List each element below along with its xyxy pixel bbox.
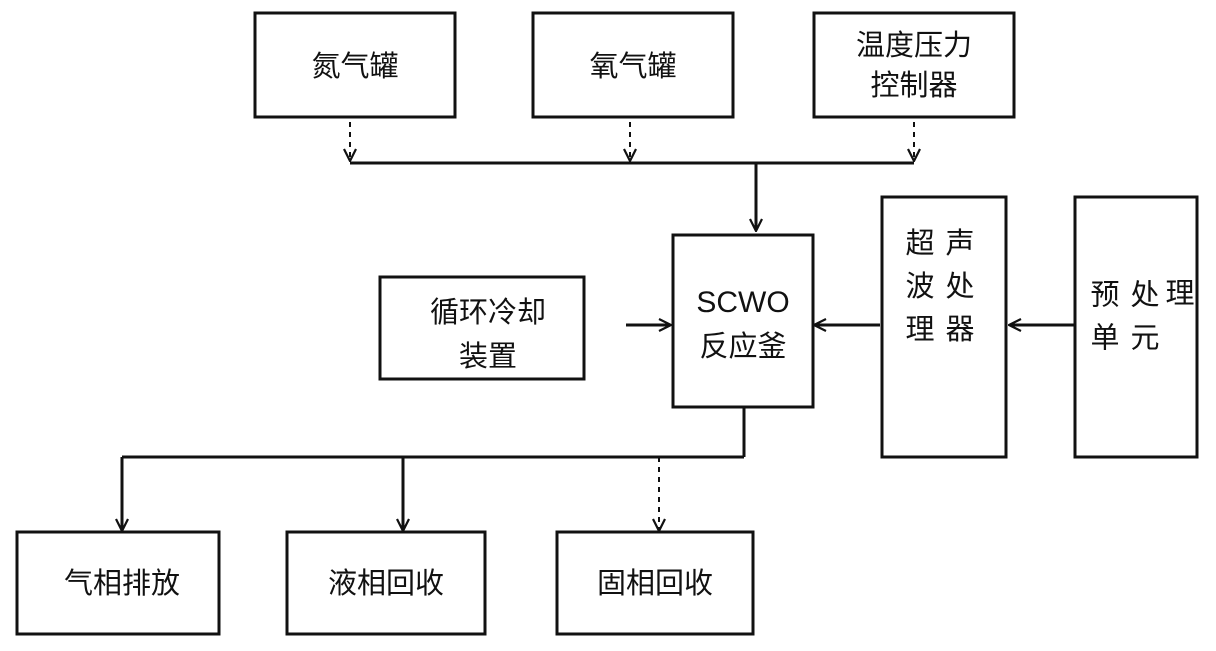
- temp-pressure-controller-box: 温度压力 控制器: [812, 11, 1016, 119]
- scwo-reactor-box: SCWO 反应釜: [671, 233, 815, 409]
- controller-label-line1: 温度压力: [856, 28, 972, 62]
- pretreatment-label-col1: 预单: [1086, 279, 1120, 365]
- solid-phase-box: 固相回收: [555, 530, 755, 636]
- ultrasonic-label-col1: 超波理: [901, 227, 935, 356]
- liquid-phase-box: 液相回收: [285, 530, 487, 636]
- reactor-label-line1: SCWO: [696, 286, 789, 319]
- connectors: [122, 122, 1075, 530]
- nitrogen-tank-box: 氮气罐: [253, 11, 457, 119]
- pretreatment-label-col2: 处元: [1126, 279, 1160, 365]
- reactor-label-line2: 反应釜: [699, 329, 786, 363]
- gas-phase-label: 气相排放: [64, 566, 180, 600]
- liquid-phase-label: 液相回收: [328, 566, 444, 600]
- oxygen-tank-box: 氧气罐: [531, 11, 735, 119]
- pretreatment-unit-box: 预单 处元 理: [1073, 195, 1199, 459]
- oxygen-tank-label: 氧气罐: [589, 49, 676, 83]
- cooling-label-line2: 装置: [459, 339, 517, 373]
- nitrogen-tank-label: 氮气罐: [311, 49, 398, 83]
- gas-phase-box: 气相排放: [15, 530, 221, 636]
- solid-phase-label: 固相回收: [597, 566, 713, 600]
- ultrasonic-processor-box: 超波理 声处器: [880, 195, 1008, 459]
- circulating-cooling-box: 循环冷却 装置: [378, 275, 586, 381]
- ultrasonic-label-col2: 声处器: [941, 227, 975, 356]
- cooling-label-line1: 循环冷却: [430, 295, 546, 329]
- controller-label-line2: 控制器: [870, 68, 957, 102]
- pretreatment-label-col3: 理: [1165, 276, 1194, 310]
